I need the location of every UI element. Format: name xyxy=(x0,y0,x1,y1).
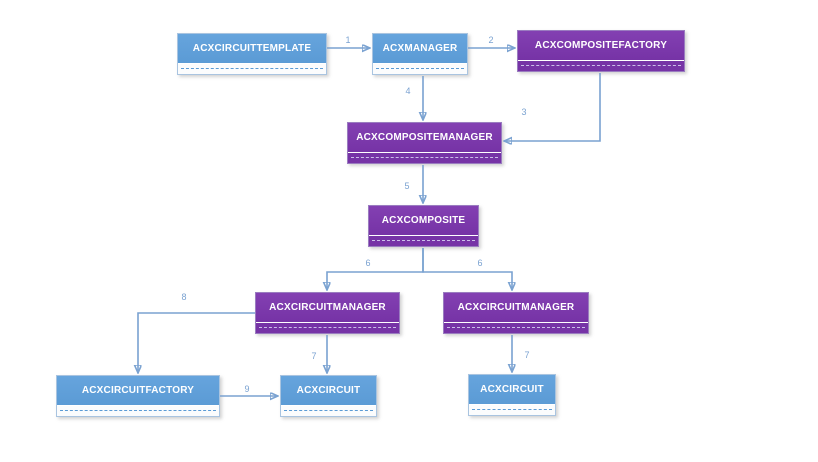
node-title: ACXCIRCUIT xyxy=(469,375,555,404)
node-members-compartment[interactable] xyxy=(57,405,219,416)
node-acxcompositefactory[interactable]: ACXCOMPOSITEFACTORY xyxy=(517,30,685,72)
node-acxcircuit-right[interactable]: ACXCIRCUIT xyxy=(468,374,556,416)
node-acxcircuitmanager-left[interactable]: ACXCIRCUITMANAGER xyxy=(255,292,400,334)
node-members-compartment[interactable] xyxy=(281,405,376,416)
edge-label-6-left: 6 xyxy=(365,258,370,268)
node-members-compartment[interactable] xyxy=(178,63,326,74)
node-acxcompositemanager[interactable]: ACXCOMPOSITEMANAGER xyxy=(347,122,502,164)
node-title: ACXCIRCUITMANAGER xyxy=(256,293,399,322)
node-acxmanager[interactable]: ACXMANAGER xyxy=(372,33,468,75)
node-title: ACXCIRCUIT xyxy=(281,376,376,405)
members-dashed-line xyxy=(372,240,475,241)
edge-label-4: 4 xyxy=(405,86,410,96)
node-members-compartment[interactable] xyxy=(518,60,684,71)
node-title: ACXCOMPOSITEFACTORY xyxy=(518,31,684,60)
edge-label-7-right: 7 xyxy=(524,350,529,360)
node-acxcircuitfactory[interactable]: ACXCIRCUITFACTORY xyxy=(56,375,220,417)
node-members-compartment[interactable] xyxy=(444,322,588,333)
node-title: ACXCIRCUITTEMPLATE xyxy=(178,34,326,63)
edge-label-9: 9 xyxy=(244,384,249,394)
members-dashed-line xyxy=(259,327,396,328)
edge-3-compositefactory-to-compositemanager[interactable] xyxy=(504,73,601,141)
members-dashed-line xyxy=(521,65,681,66)
node-members-compartment[interactable] xyxy=(469,404,555,415)
node-title: ACXCOMPOSITE xyxy=(369,206,478,235)
node-acxcircuitmanager-right[interactable]: ACXCIRCUITMANAGER xyxy=(443,292,589,334)
node-members-compartment[interactable] xyxy=(369,235,478,246)
node-title: ACXMANAGER xyxy=(373,34,467,63)
node-members-compartment[interactable] xyxy=(256,322,399,333)
edge-label-3: 3 xyxy=(521,107,526,117)
members-dashed-line xyxy=(472,409,552,410)
edge-label-7-left: 7 xyxy=(311,351,316,361)
node-title: ACXCOMPOSITEMANAGER xyxy=(348,123,501,152)
node-title: ACXCIRCUITMANAGER xyxy=(444,293,588,322)
edge-8-circuitmanager-left-to-circuitfactory[interactable] xyxy=(138,312,255,373)
edge-6-composite-to-circuitmanager-left[interactable] xyxy=(327,248,424,290)
members-dashed-line xyxy=(181,68,323,69)
node-members-compartment[interactable] xyxy=(373,63,467,74)
members-dashed-line xyxy=(284,410,373,411)
members-dashed-line xyxy=(376,68,464,69)
members-dashed-line xyxy=(60,410,216,411)
edge-label-5: 5 xyxy=(404,181,409,191)
members-dashed-line xyxy=(351,157,498,158)
edge-label-1: 1 xyxy=(345,35,350,45)
node-acxcomposite[interactable]: ACXCOMPOSITE xyxy=(368,205,479,247)
node-acxcircuit-left[interactable]: ACXCIRCUIT xyxy=(280,375,377,417)
edge-6-composite-to-circuitmanager-right[interactable] xyxy=(422,248,512,290)
edge-label-8: 8 xyxy=(181,292,186,302)
edge-label-6-right: 6 xyxy=(477,258,482,268)
edge-label-2: 2 xyxy=(488,35,493,45)
members-dashed-line xyxy=(447,327,585,328)
node-title: ACXCIRCUITFACTORY xyxy=(57,376,219,405)
node-members-compartment[interactable] xyxy=(348,152,501,163)
node-acxcircuittemplate[interactable]: ACXCIRCUITTEMPLATE xyxy=(177,33,327,75)
